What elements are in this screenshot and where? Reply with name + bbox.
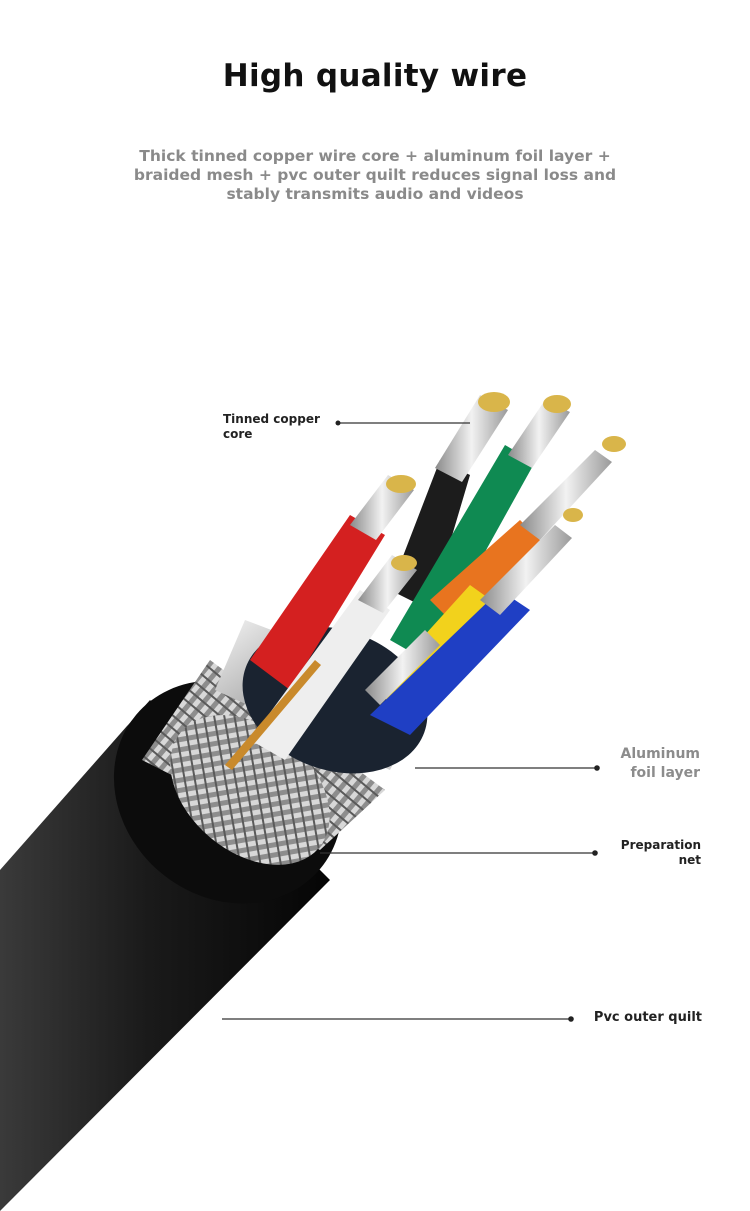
callout-lines — [222, 420, 600, 1022]
inner-wires — [250, 445, 545, 760]
callout-net: Preparation net — [600, 838, 701, 868]
callout-jacket: Pvc outer quilt — [590, 1010, 702, 1025]
callout-net-line1: Preparation — [620, 838, 701, 852]
callout-net-line2: net — [678, 853, 701, 867]
white-wire — [250, 590, 390, 760]
page-subtitle: Thick tinned copper wire core + aluminum… — [133, 147, 617, 203]
green-wire — [390, 445, 535, 660]
callout-jacket-text: Pvc outer quilt — [593, 1010, 702, 1025]
callout-core-text: Tinned copper core — [223, 412, 320, 441]
callout-foil-line1: Aluminum — [620, 746, 700, 762]
callout-core: Tinned copper core — [223, 412, 333, 442]
copper-strands — [225, 392, 626, 770]
page-title: High quality wire — [222, 58, 528, 94]
red-wire — [250, 515, 385, 690]
callout-foil: Aluminum foil layer — [600, 745, 700, 783]
blue-wire — [370, 590, 530, 735]
callout-foil-line2: foil layer — [630, 765, 700, 781]
